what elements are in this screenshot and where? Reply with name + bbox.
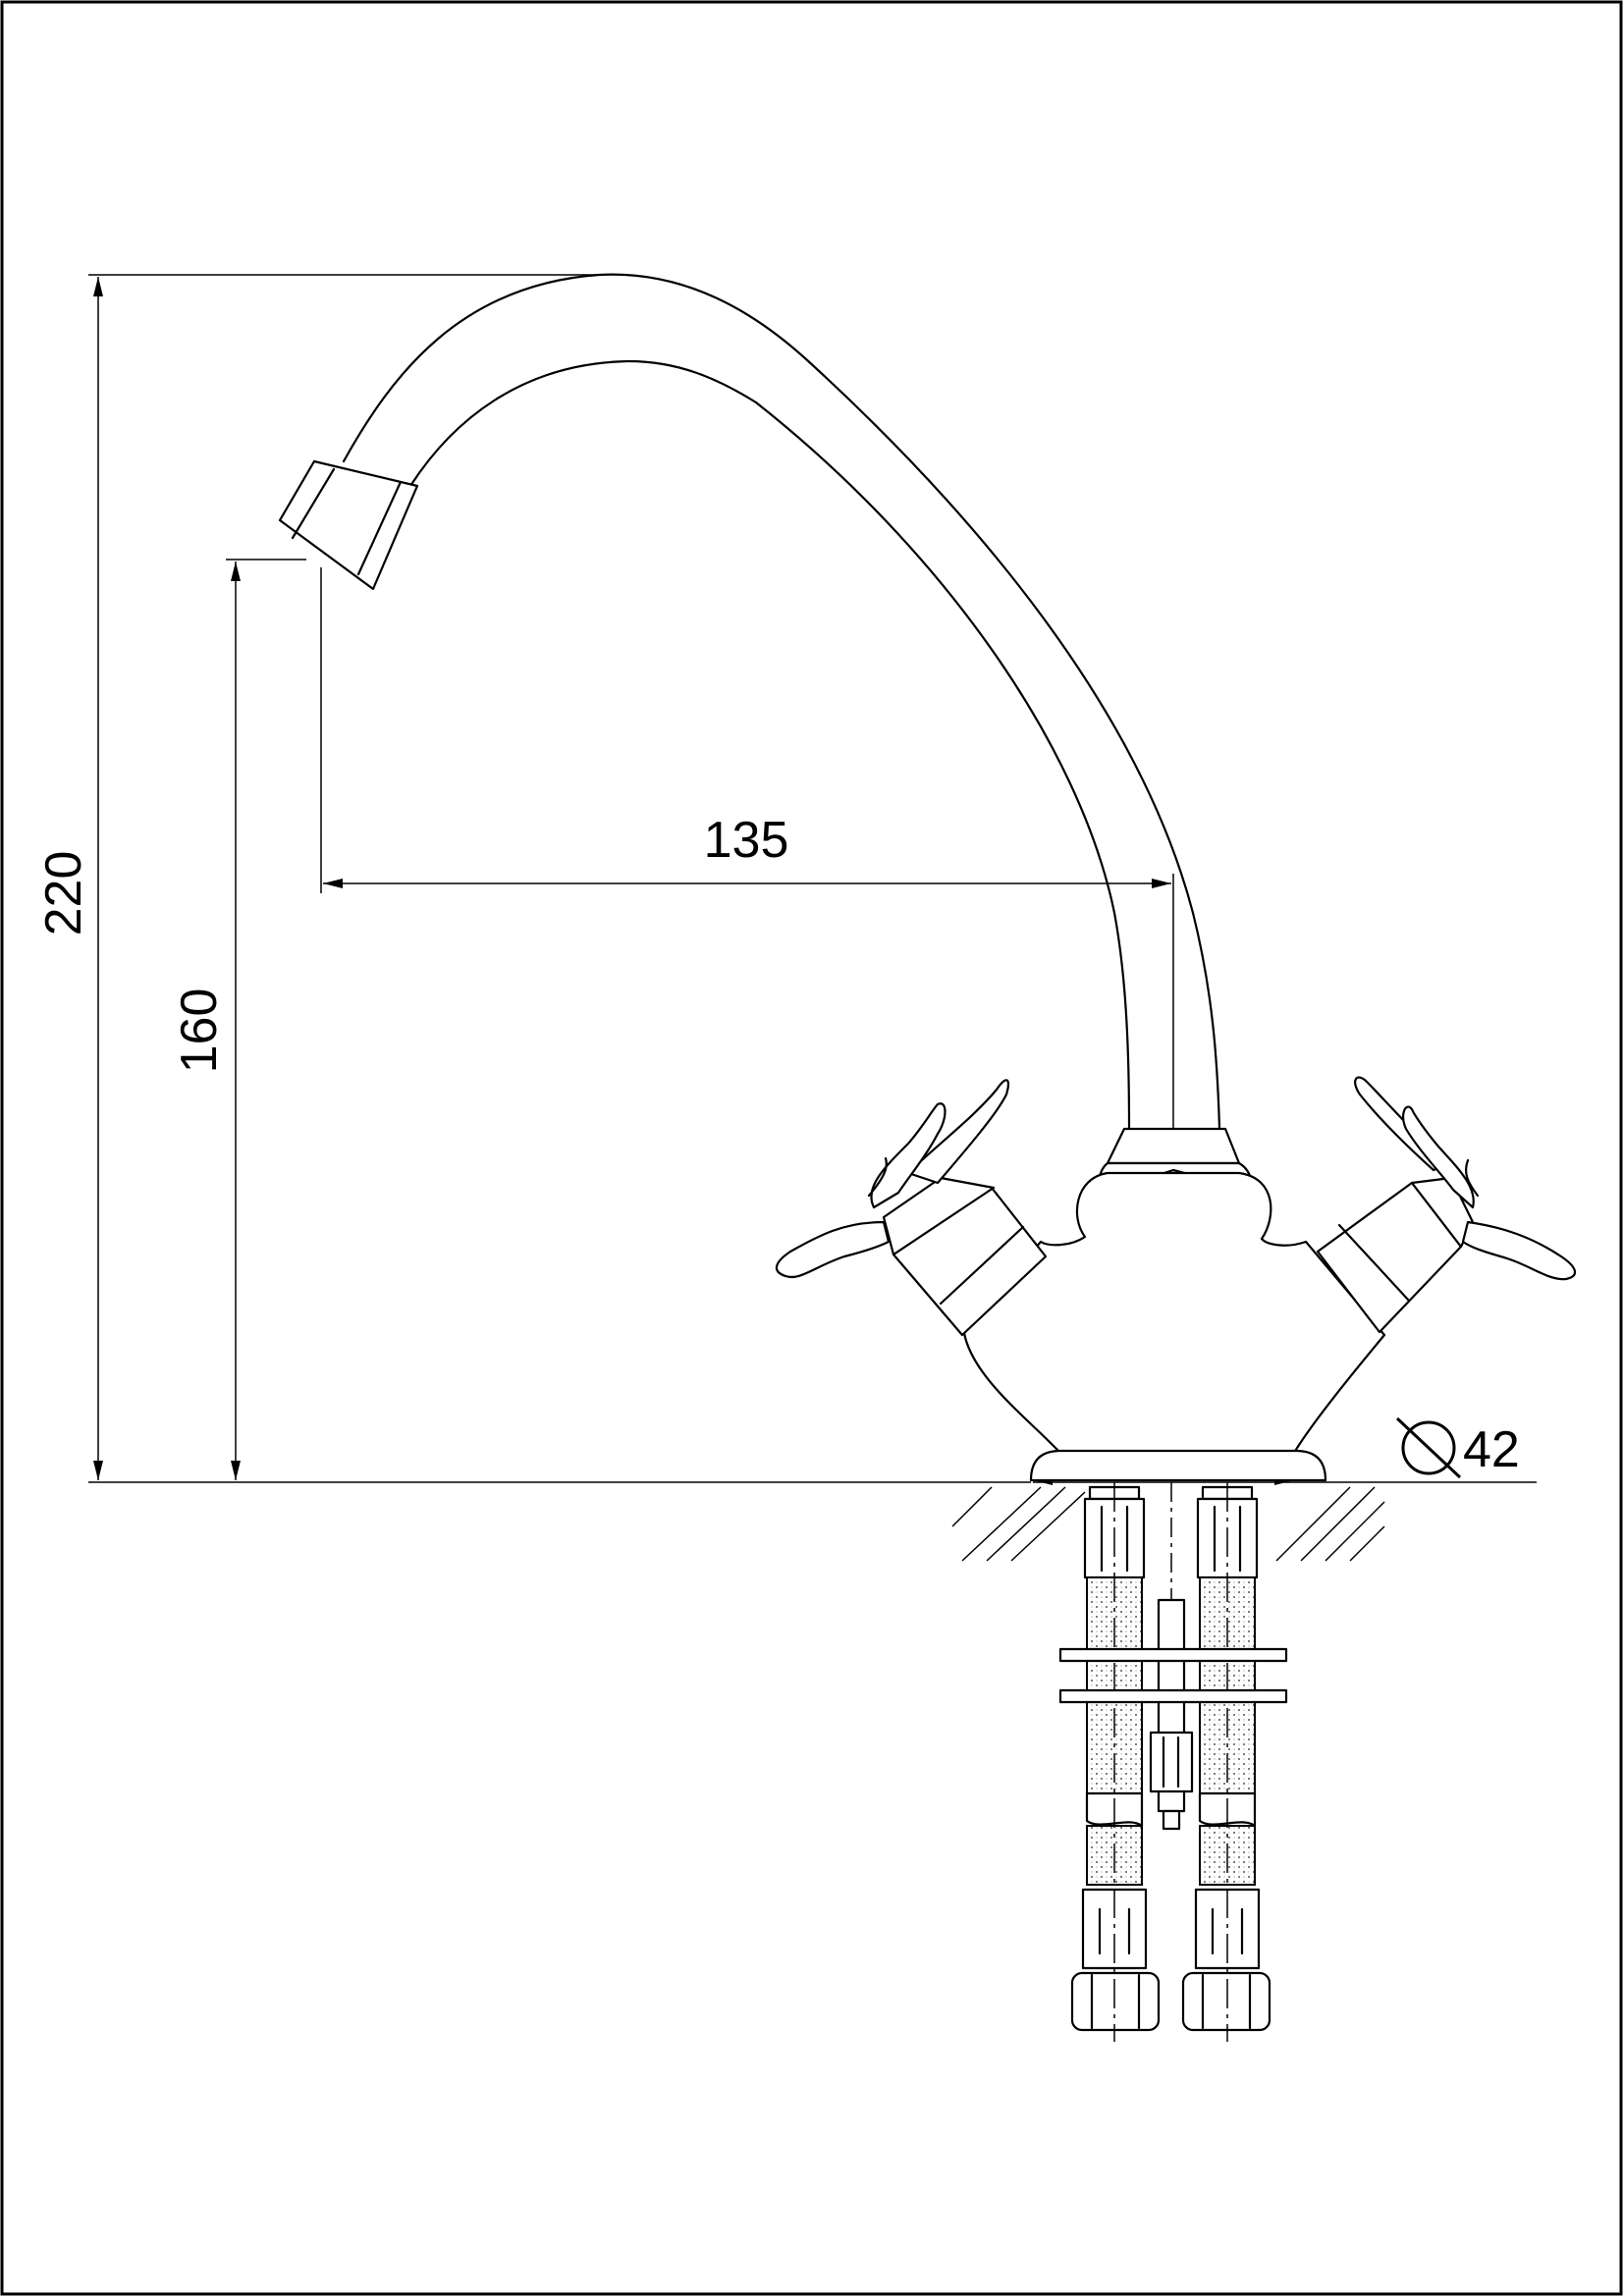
left-supply-hose [1070, 1482, 1161, 2042]
right-cross-handle [1354, 1076, 1577, 1281]
diameter-icon [1395, 1416, 1462, 1479]
dimension-overall-height: 220 [35, 274, 1031, 1483]
outlet-height-label: 160 [171, 988, 228, 1074]
right-supply-hose [1181, 1482, 1271, 2042]
dimension-spout-reach: 135 [320, 567, 1174, 1129]
faucet-body [882, 1127, 1475, 1482]
spout-reach-label: 135 [704, 812, 789, 869]
spout [278, 273, 1221, 1131]
mounting-stud [1058, 1482, 1288, 1831]
dimension-outlet-height: 160 [171, 559, 306, 1480]
dimension-base-diameter: 42 [1033, 1416, 1537, 1485]
base-diameter-label: 42 [1463, 1421, 1520, 1478]
countertop-hatching [951, 1486, 1385, 1562]
left-cross-handle [775, 1079, 1010, 1279]
overall-height-label: 220 [35, 851, 92, 936]
